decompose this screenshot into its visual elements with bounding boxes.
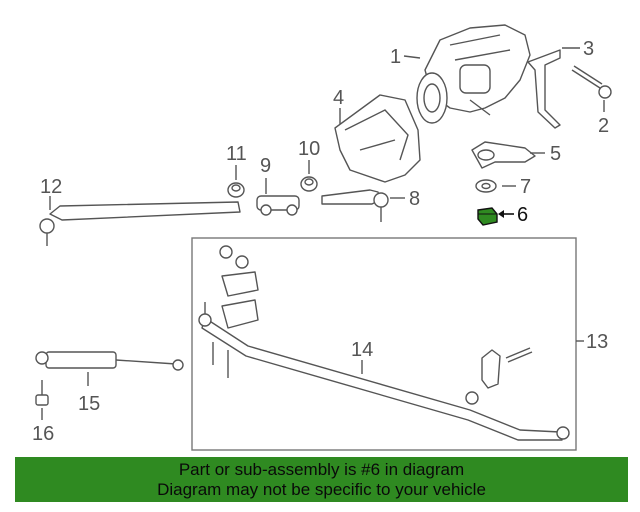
washer-part-7 [475, 179, 497, 193]
bolt-part-16 [35, 380, 49, 406]
clamp-and-bolt-group [465, 347, 533, 405]
callout-5: 5 [550, 143, 561, 165]
callout-4: 4 [333, 87, 344, 109]
bushing-part-10 [300, 176, 318, 192]
drag-link-part-14 [198, 302, 570, 441]
bolt-part-2 [571, 65, 612, 99]
nut-hardware-group [212, 245, 259, 378]
callout-11: 11 [226, 143, 247, 165]
banner-line-2: Diagram may not be specific to your vehi… [157, 480, 486, 499]
callout-7: 7 [520, 176, 531, 198]
nut-part-6 [477, 207, 498, 226]
tie-rod-end-part-8 [321, 189, 389, 222]
tie-rod-part-12 [39, 201, 241, 246]
parts-diagram: 1 3 2 4 5 7 6 11 [32, 24, 612, 451]
steering-gear-part-1 [416, 24, 531, 124]
part-info-banner: Part or sub-assembly is #6 in diagram Di… [15, 457, 628, 502]
callout-8: 8 [409, 188, 420, 210]
callout-10: 10 [298, 138, 320, 160]
pitman-arm-part-5 [471, 141, 536, 169]
callout-2: 2 [598, 115, 609, 137]
callout-14: 14 [351, 339, 373, 361]
bracket-part-3 [527, 49, 561, 129]
assembly-box-part-13 [191, 237, 577, 451]
clamp-part-9 [256, 195, 300, 216]
steering-damper-part-15 [35, 351, 184, 371]
shield-part-4 [334, 94, 421, 183]
callout-6: 6 [517, 204, 528, 226]
callout-13: 13 [586, 331, 608, 353]
callout-1: 1 [390, 46, 401, 68]
callout-16: 16 [32, 423, 54, 445]
callout-12: 12 [40, 176, 62, 198]
callout-9: 9 [260, 155, 271, 177]
bushing-part-11 [227, 182, 245, 198]
callout-15: 15 [78, 393, 100, 415]
banner-line-1: Part or sub-assembly is #6 in diagram [178, 460, 465, 479]
callout-3: 3 [583, 38, 594, 60]
